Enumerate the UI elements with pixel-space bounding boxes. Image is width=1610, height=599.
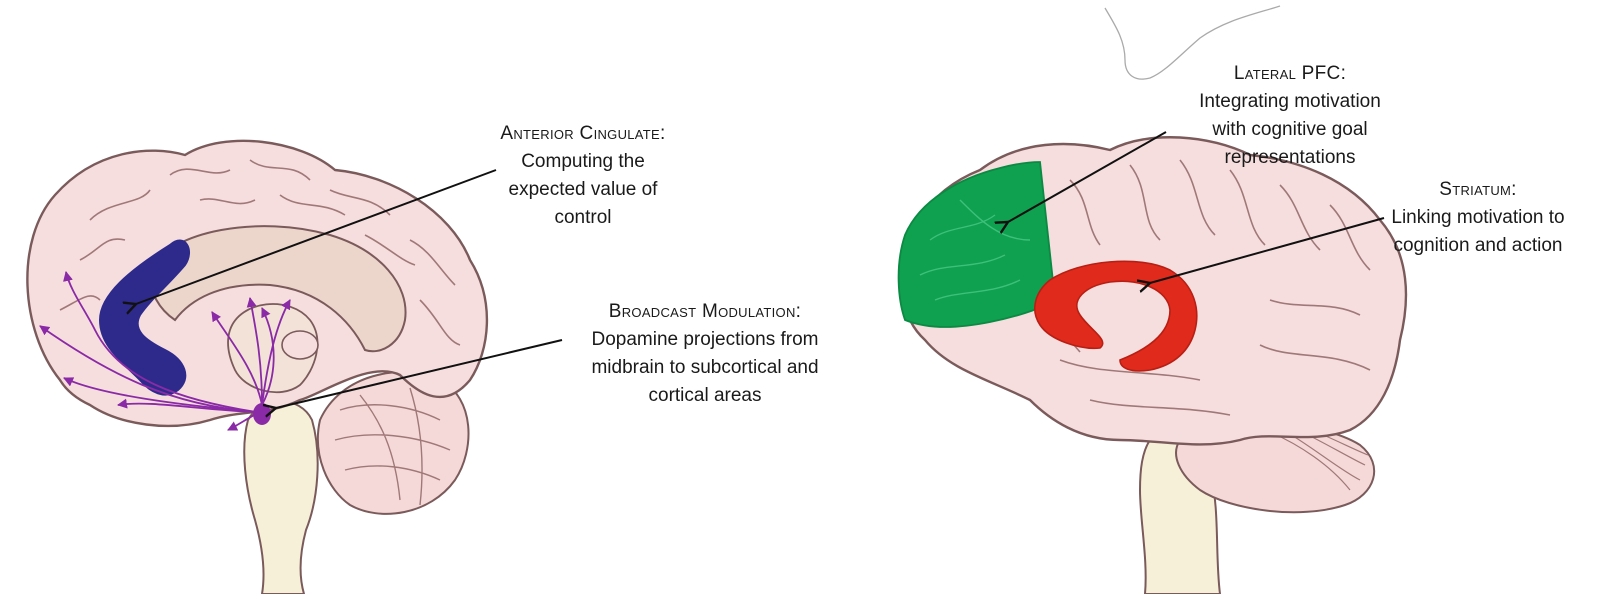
lateral-pfc-line-1: Integrating motivation <box>1170 88 1410 116</box>
anterior-cingulate-title: Anterior Cingulate: <box>488 120 678 148</box>
broadcast-modulation-label: Broadcast Modulation: Dopamine projectio… <box>560 298 850 410</box>
lateral-pfc-region <box>899 162 1055 327</box>
anterior-cingulate-line-2: expected value of <box>488 176 678 204</box>
broadcast-modulation-line-1: Dopamine projections from <box>560 326 850 354</box>
striatum-line-1: Linking motivation to <box>1360 204 1596 232</box>
brain-medial-view-icon <box>27 141 562 594</box>
lateral-pfc-line-2: with cognitive goal <box>1170 116 1410 144</box>
broadcast-modulation-line-3: cortical areas <box>560 382 850 410</box>
lateral-pfc-label: Lateral PFC: Integrating motivation with… <box>1170 60 1410 172</box>
broadcast-modulation-line-2: midbrain to subcortical and <box>560 354 850 382</box>
brainstem-shape <box>244 401 317 594</box>
striatum-line-2: cognition and action <box>1360 232 1596 260</box>
striatum-label: Striatum: Linking motivation to cognitio… <box>1360 176 1596 260</box>
lateral-pfc-line-3: representations <box>1170 144 1410 172</box>
inner-nucleus-shape <box>282 331 318 359</box>
anterior-cingulate-line-1: Computing the <box>488 148 678 176</box>
lateral-pfc-title: Lateral PFC: <box>1170 60 1410 88</box>
anterior-cingulate-label: Anterior Cingulate: Computing the expect… <box>488 120 678 232</box>
anterior-cingulate-line-3: control <box>488 204 678 232</box>
striatum-title: Striatum: <box>1360 176 1596 204</box>
broadcast-modulation-title: Broadcast Modulation: <box>560 298 850 326</box>
